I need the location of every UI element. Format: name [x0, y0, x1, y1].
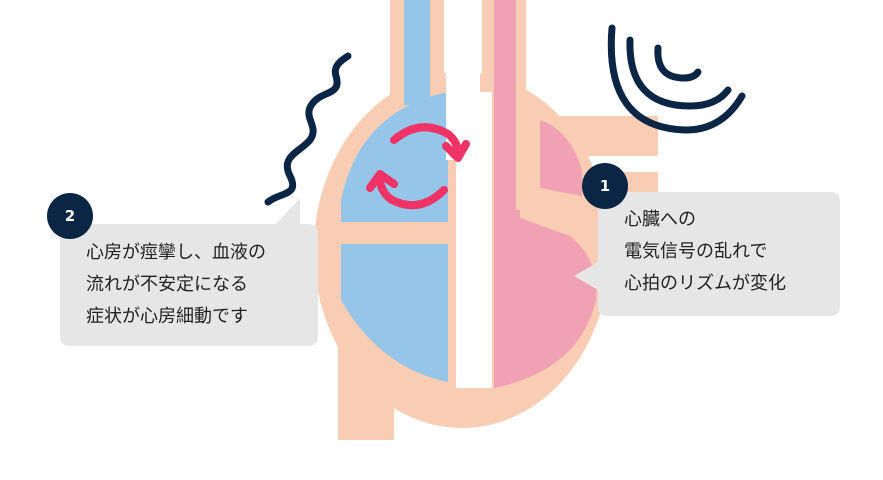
callout-1-badge: [582, 163, 628, 209]
callout-1-number: 1: [600, 177, 610, 195]
vena-cava-inner: [404, 0, 430, 105]
zigzag-wave-icon: [264, 52, 352, 206]
radio-signal-icon: [607, 24, 746, 134]
right-ventricle: [341, 244, 448, 382]
callout-2-line-3: 症状が心房細動です: [86, 306, 248, 327]
callout-1: 1 心臓への 電気信号の乱れで 心拍のリズムが変化: [574, 163, 840, 316]
callout-2-bubble: [60, 198, 318, 346]
septum-line: [456, 92, 492, 388]
callout-2: 2 心房が痙攣し、血液の 流れが不安定になる 症状が心房細動です: [47, 193, 318, 346]
left-ventricle: [494, 210, 597, 388]
circular-arrows-icon: [366, 123, 470, 210]
valve-bar: [341, 222, 448, 244]
callout-2-number: 2: [65, 207, 75, 225]
callout-2-line-2: 流れが不安定になる: [86, 274, 248, 295]
callout-1-line-3: 心拍のリズムが変化: [624, 273, 786, 294]
callout-2-badge: [47, 193, 93, 239]
aorta-inner: [494, 0, 516, 210]
left-atrium: [540, 120, 582, 196]
callout-1-bubble: [574, 192, 840, 316]
pulmonary-vein-upper: [560, 116, 658, 156]
callout-1-line-1: 心臓への: [624, 209, 696, 230]
callout-1-line-2: 電気信号の乱れで: [624, 241, 767, 262]
callout-2-line-1: 心房が痙攣し、血液の: [86, 242, 266, 263]
